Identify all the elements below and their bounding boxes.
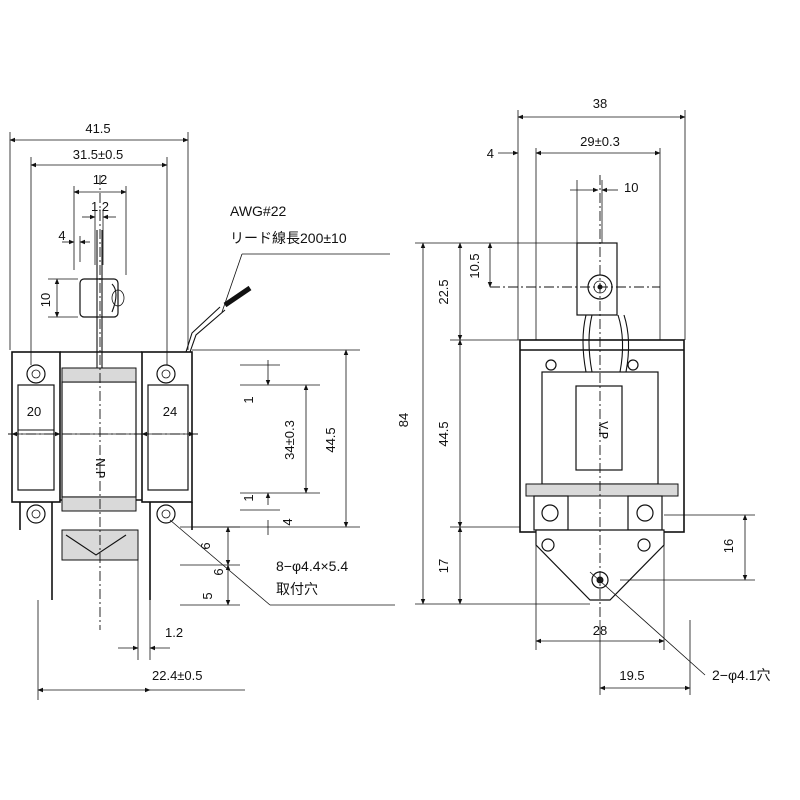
dim-frame-height: 44.5 bbox=[323, 427, 338, 452]
rdim-top-10-5: 10.5 bbox=[467, 253, 482, 278]
dim-coil-width-right: 24 bbox=[163, 404, 177, 419]
note-lead: リード線長200±10 bbox=[230, 230, 347, 246]
rdim-bottom-17: 17 bbox=[436, 559, 451, 573]
dim-gap-bottom: 1 bbox=[241, 494, 256, 501]
dim-bottom-4: 4 bbox=[280, 518, 295, 525]
right-view: 38 4 29±0.3 10 V.P bbox=[396, 96, 771, 695]
rdim-top-22-5: 22.5 bbox=[436, 279, 451, 304]
dim-coil-height: 34±0.3 bbox=[282, 420, 297, 460]
dim-overall-width: 41.5 bbox=[85, 121, 110, 136]
dim-coil-width-left: 20 bbox=[27, 404, 41, 419]
note-awg: AWG#22 bbox=[230, 203, 286, 219]
note-holes: 8−φ4.4×5.4 bbox=[276, 558, 348, 574]
dim-bottom-6b: 6 bbox=[211, 568, 226, 575]
dim-base-1-2: 1.2 bbox=[165, 625, 183, 640]
note-holes-label: 取付穴 bbox=[276, 581, 318, 597]
dim-plunger-height: 10 bbox=[38, 293, 53, 307]
dim-mount-pitch: 31.5±0.5 bbox=[73, 147, 124, 162]
rcoil-label-vp: V.P bbox=[596, 421, 610, 439]
rdim-body-height: 44.5 bbox=[436, 421, 451, 446]
dim-bottom-6a: 6 bbox=[198, 542, 213, 549]
rdim-right-16: 16 bbox=[721, 539, 736, 553]
left-view: 41.5 31.5±0.5 12 1.2 4 10 20 bbox=[8, 121, 395, 700]
rdim-offset-4: 4 bbox=[487, 146, 494, 161]
dim-plunger-offset: 4 bbox=[58, 228, 65, 243]
dim-bottom-5: 5 bbox=[200, 592, 215, 599]
dim-gap-top: 1 bbox=[241, 396, 256, 403]
rdim-total-height: 84 bbox=[396, 413, 411, 427]
dim-base-width: 22.4±0.5 bbox=[152, 668, 203, 683]
rnote-holes: 2−φ4.1穴 bbox=[712, 667, 771, 683]
rdim-overall-width: 38 bbox=[593, 96, 607, 111]
rdim-mount-pitch: 29±0.3 bbox=[580, 134, 620, 149]
rdim-hole-offset: 19.5 bbox=[619, 668, 644, 683]
rdim-plunger-10: 10 bbox=[624, 180, 638, 195]
